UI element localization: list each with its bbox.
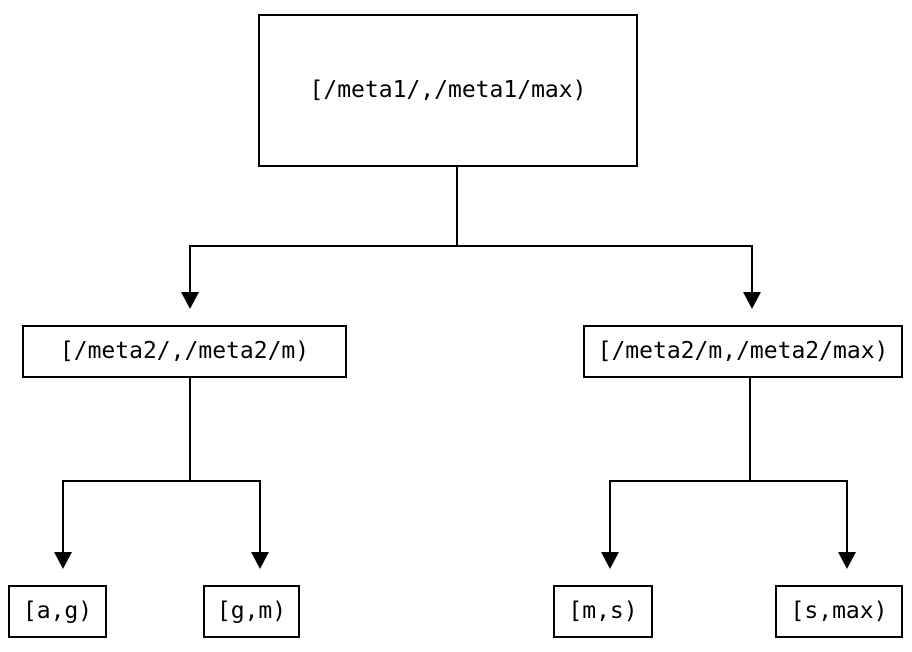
arrowhead-leaf-ag — [54, 552, 72, 569]
tree-node-leaf-ms-label: [m,s) — [568, 598, 638, 624]
tree-node-leaf-ag: [a,g) — [8, 585, 107, 638]
tree-node-right-child-label: [/meta2/m,/meta2/max) — [597, 338, 889, 364]
tree-node-right-child: [/meta2/m,/meta2/max) — [583, 325, 903, 378]
tree-node-left-child: [/meta2/,/meta2/m) — [22, 325, 347, 378]
tree-node-left-child-label: [/meta2/,/meta2/m) — [59, 338, 310, 364]
tree-node-leaf-smax-label: [s,max) — [790, 598, 888, 624]
tree-node-leaf-gm-label: [g,m) — [216, 598, 287, 624]
arrowhead-leaf-gm — [251, 552, 269, 569]
tree-node-leaf-smax: [s,max) — [775, 585, 903, 638]
arrowhead-right-child — [743, 292, 761, 309]
tree-node-leaf-gm: [g,m) — [203, 585, 300, 638]
tree-node-root: [/meta1/,/meta1/max) — [258, 14, 638, 167]
tree-node-leaf-ms: [m,s) — [553, 585, 653, 638]
tree-node-leaf-ag-label: [a,g) — [22, 598, 93, 624]
tree-node-root-label: [/meta1/,/meta1/max) — [309, 77, 587, 103]
arrowhead-leaf-ms — [601, 552, 619, 569]
arrowhead-leaf-smax — [838, 552, 856, 569]
arrowhead-left-child — [181, 292, 199, 309]
